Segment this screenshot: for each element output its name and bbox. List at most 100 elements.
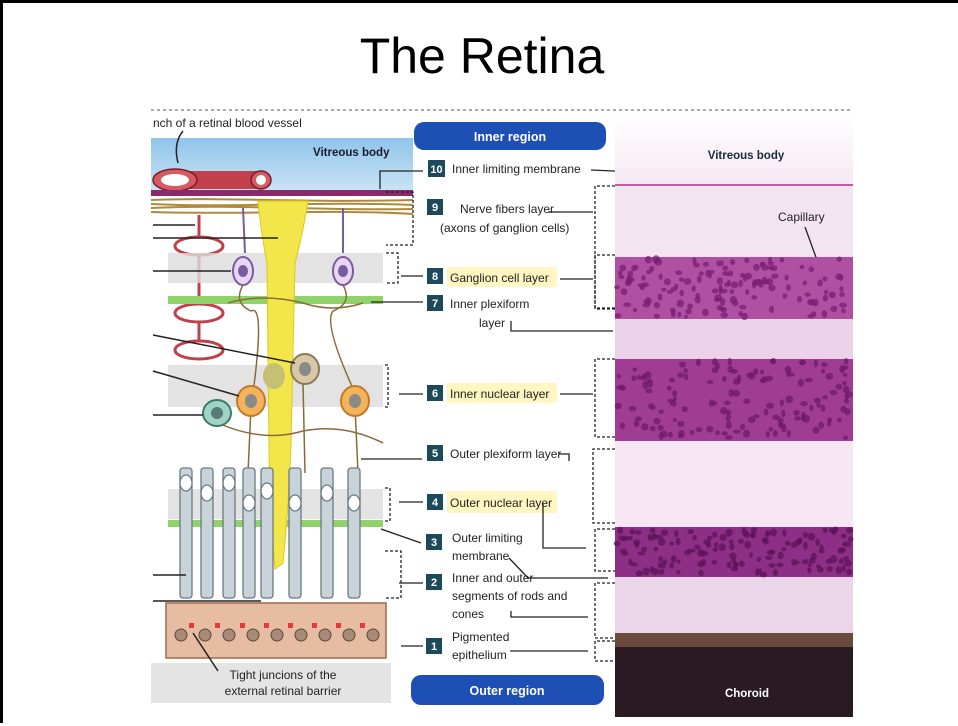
nucleus-dot <box>739 305 746 310</box>
nucleus-dot <box>733 430 741 434</box>
nucleus-dot <box>811 311 817 317</box>
nucleus-dot <box>743 430 750 438</box>
nucleus-dot <box>814 398 821 404</box>
nucleus-dot <box>830 390 837 396</box>
nucleus-dot <box>669 378 674 383</box>
nucleus-dot <box>827 566 833 572</box>
nucleus-dot <box>669 562 674 568</box>
nucleus-dot <box>768 266 775 271</box>
nucleus-dot <box>777 552 783 559</box>
retinal-blood-vessel <box>153 169 271 191</box>
nucleus-dot <box>669 541 674 545</box>
nucleus-dot <box>654 302 660 308</box>
nucleus-dot <box>821 362 828 367</box>
nucleus-dot <box>703 262 709 267</box>
nucleus-dot <box>615 403 622 410</box>
nucleus-dot <box>781 547 786 551</box>
nucleus-dot <box>785 396 793 404</box>
nucleus-dot <box>751 295 757 299</box>
nucleus-dot <box>733 378 741 385</box>
outer-region-label: Outer region <box>469 684 544 698</box>
nucleus-dot <box>738 280 742 288</box>
nucleus-dot <box>730 289 734 294</box>
nucleus-dot <box>799 359 806 365</box>
layer-6-number: 6 <box>432 388 438 400</box>
nucleus-dot <box>628 559 632 566</box>
layer-2-label-3: cones <box>452 607 484 621</box>
nucleus-dot <box>839 303 847 308</box>
nucleus-dot <box>683 368 687 373</box>
nucleus-dot <box>740 424 745 430</box>
nucleus-dot <box>802 559 809 564</box>
nucleus-dot <box>830 306 837 313</box>
nucleus-dot <box>617 527 623 534</box>
nucleus-dot <box>765 431 769 438</box>
nucleus-dot <box>712 288 719 293</box>
nucleus-dot <box>836 384 843 390</box>
nucleus-dot <box>654 418 661 425</box>
nucleus-dot <box>785 275 789 281</box>
inner-limiting-band <box>151 190 413 196</box>
nucleus-dot <box>838 548 845 553</box>
nucleus-dot <box>751 527 757 534</box>
nucleus-dot <box>761 537 768 542</box>
nucleus-dot <box>770 359 776 364</box>
nucleus-dot <box>846 569 852 575</box>
epithelium-cells <box>175 629 379 641</box>
nucleus-dot <box>651 534 658 539</box>
nucleus-dot <box>691 549 696 553</box>
nucleus-dot <box>809 267 814 273</box>
nucleus-dot <box>638 283 645 287</box>
nucleus-dot <box>697 275 701 283</box>
nucleus-dot <box>687 529 694 534</box>
nucleus-dot <box>699 550 706 557</box>
nucleus-dot <box>685 309 691 315</box>
nucleus-dot <box>693 263 700 268</box>
blood-vessel-label: nch of a retinal blood vessel <box>153 116 302 130</box>
nucleus-dot <box>636 570 643 576</box>
layer-5-number: 5 <box>432 448 438 460</box>
nucleus-dot <box>797 538 801 544</box>
nucleus-dot <box>769 427 774 432</box>
nucleus-dot <box>667 290 673 294</box>
nucleus-dot <box>753 368 758 374</box>
nucleus-dot <box>823 395 828 399</box>
nucleus-dot <box>770 529 777 537</box>
nucleus-dot <box>787 430 791 437</box>
layer-7-number: 7 <box>432 298 438 310</box>
connector-lines <box>361 170 658 661</box>
nucleus-dot <box>780 399 784 406</box>
nucleus-dot <box>692 535 696 541</box>
nucleus-dot <box>738 561 745 567</box>
nucleus-dot <box>627 271 633 277</box>
nucleus-dot <box>844 408 850 415</box>
choroid-label: Choroid <box>725 688 769 700</box>
tight-junction-label-2: external retinal barrier <box>225 684 342 698</box>
nucleus-dot <box>786 284 791 291</box>
layer-8-number: 8 <box>432 271 438 283</box>
nucleus-dot <box>822 310 828 318</box>
nucleus-dot <box>823 295 828 302</box>
layer-2-number: 2 <box>431 577 437 589</box>
nucleus-dot <box>733 561 738 566</box>
nucleus-dot <box>618 271 622 276</box>
nucleus-dot <box>821 405 826 412</box>
nucleus-dot <box>651 406 655 410</box>
layer-1-label-1: Pigmented <box>452 630 509 644</box>
nucleus-dot <box>826 373 834 380</box>
nucleus-dot <box>837 417 841 422</box>
nucleus-dot <box>659 273 663 279</box>
nucleus-dot <box>808 562 812 567</box>
nucleus-dot <box>615 313 621 318</box>
nucleus-dot <box>678 434 684 439</box>
nucleus-dot <box>797 296 802 303</box>
nucleus-dot <box>676 538 681 546</box>
nucleus-dot <box>677 300 684 308</box>
nucleus-dot <box>667 399 675 403</box>
nucleus-dot <box>676 570 681 574</box>
nucleus-dot <box>725 529 733 537</box>
nucleus-dot <box>760 572 767 578</box>
nucleus-dot <box>811 553 817 560</box>
nucleus-dot <box>753 264 760 271</box>
nucleus-dot <box>762 280 769 284</box>
